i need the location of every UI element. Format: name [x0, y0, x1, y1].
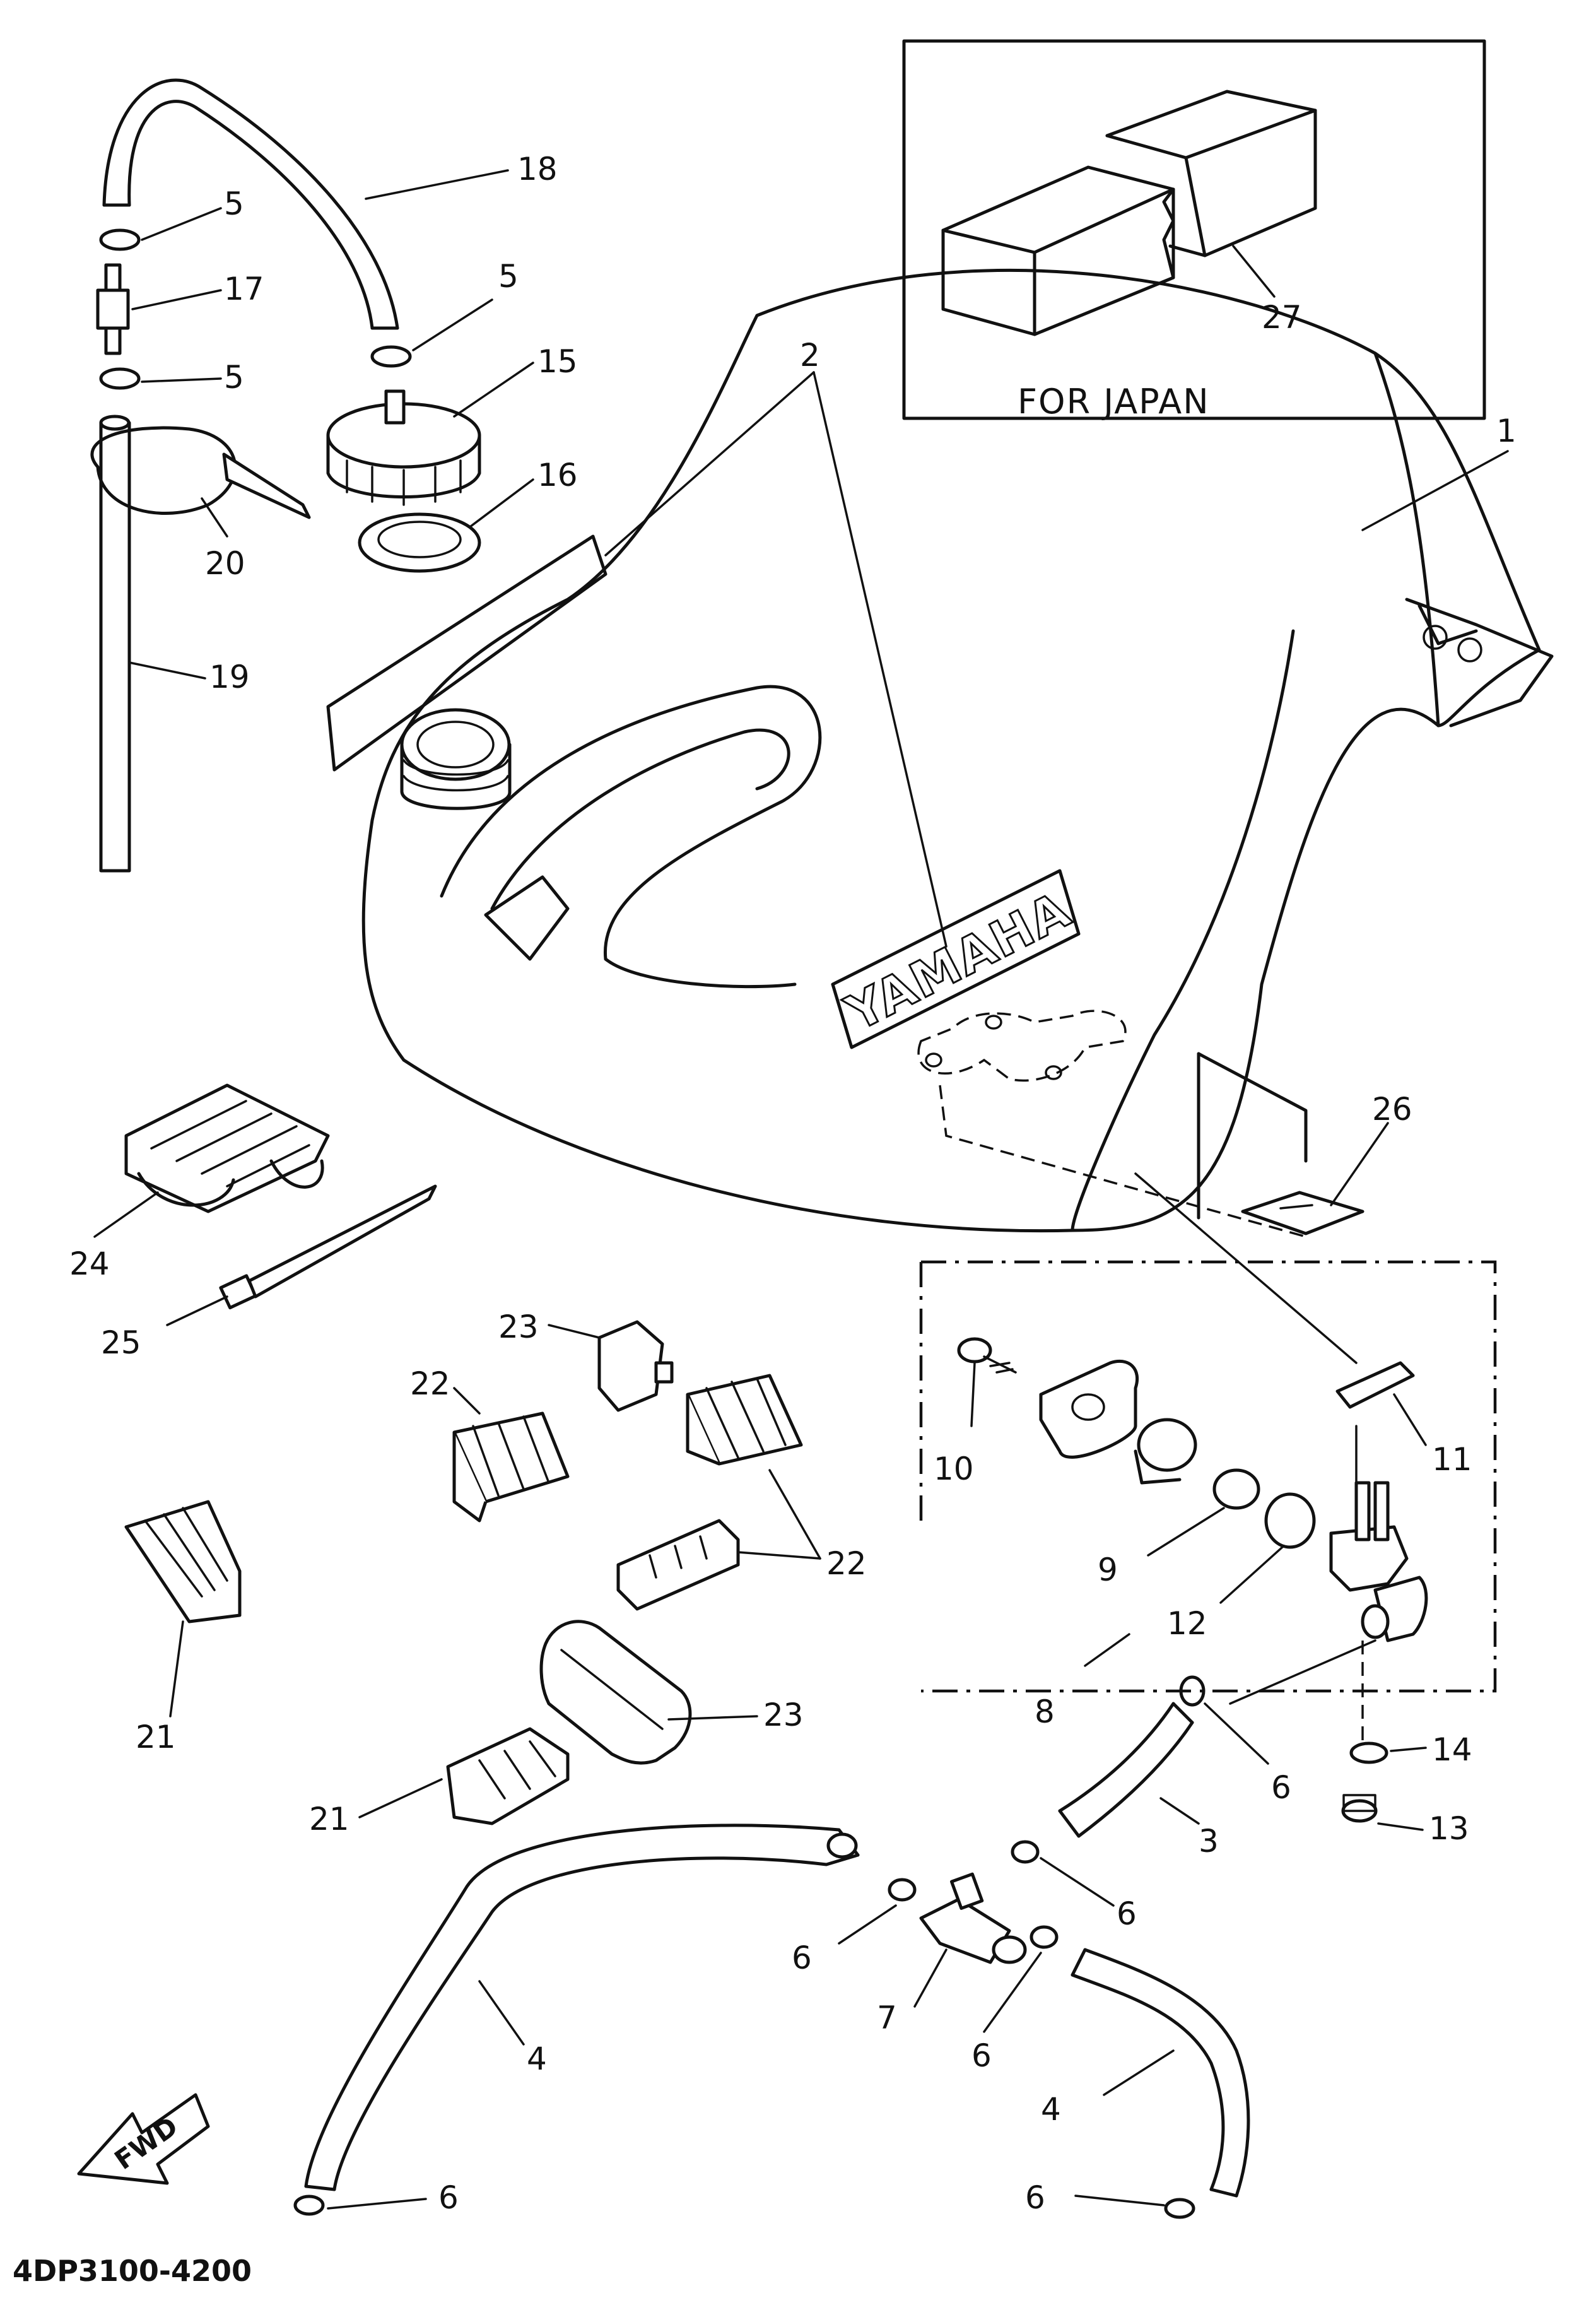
- callout-23b: 23: [763, 1697, 804, 1733]
- callout-8: 8: [1035, 1694, 1055, 1730]
- callout-7: 7: [877, 2000, 897, 2036]
- callout-17: 17: [224, 271, 264, 307]
- callout-3: 3: [1199, 1823, 1219, 1859]
- callout-4b: 4: [1041, 2091, 1061, 2128]
- callout-6f: 6: [1025, 2179, 1045, 2216]
- callout-11: 11: [1432, 1441, 1472, 1478]
- callout-20: 20: [205, 545, 245, 582]
- callout-22a: 22: [410, 1365, 450, 1402]
- callout-5a: 5: [224, 186, 244, 222]
- brand-text: YAMAHA: [837, 881, 1080, 1042]
- fuel-cock-assembly: 10 9 12 11 8 14: [919, 1085, 1497, 1847]
- callout-6e: 6: [971, 2037, 992, 2074]
- holders: 24 25: [69, 1083, 437, 1361]
- callout-4a: 4: [527, 2041, 547, 2077]
- callout-5b: 5: [498, 258, 519, 295]
- drawing-code: 4DP3100-4200: [13, 2254, 252, 2288]
- callout-6b: 6: [1117, 1895, 1137, 1932]
- callout-26: 26: [1372, 1091, 1412, 1128]
- inset-japan: 27 FOR JAPAN: [902, 39, 1486, 421]
- callout-6d: 6: [792, 1940, 812, 1976]
- inset-caption: FOR JAPAN: [1018, 382, 1210, 421]
- callout-14: 14: [1432, 1731, 1472, 1768]
- callout-10: 10: [934, 1451, 974, 1487]
- callout-6c: 6: [438, 2179, 459, 2216]
- callout-24: 24: [69, 1246, 110, 1282]
- callout-15: 15: [537, 343, 578, 380]
- callout-19: 19: [209, 659, 250, 695]
- callout-23a: 23: [498, 1309, 539, 1345]
- callout-21a: 21: [136, 1719, 176, 1755]
- callout-2: 2: [800, 337, 820, 374]
- fwd-arrow: FWD: [77, 2093, 210, 2185]
- dampers: 23 22 22 21 23 21: [124, 1309, 867, 1837]
- callout-18: 18: [517, 151, 558, 187]
- callout-25: 25: [101, 1324, 141, 1361]
- breather-assembly: 18 5 5 5 17 15 16 19: [90, 78, 578, 873]
- callout-22b: 22: [826, 1545, 867, 1582]
- callout-6a: 6: [1271, 1769, 1291, 1806]
- callout-9: 9: [1098, 1552, 1118, 1588]
- callout-5c: 5: [224, 359, 244, 396]
- callout-13: 13: [1429, 1810, 1469, 1847]
- fuel-hoses: 6 3 6 4 6 6 7 6: [293, 1639, 1376, 2219]
- callout-12: 12: [1167, 1605, 1207, 1642]
- callout-21b: 21: [309, 1801, 349, 1837]
- callout-1: 1: [1496, 413, 1517, 449]
- callout-16: 16: [537, 457, 578, 493]
